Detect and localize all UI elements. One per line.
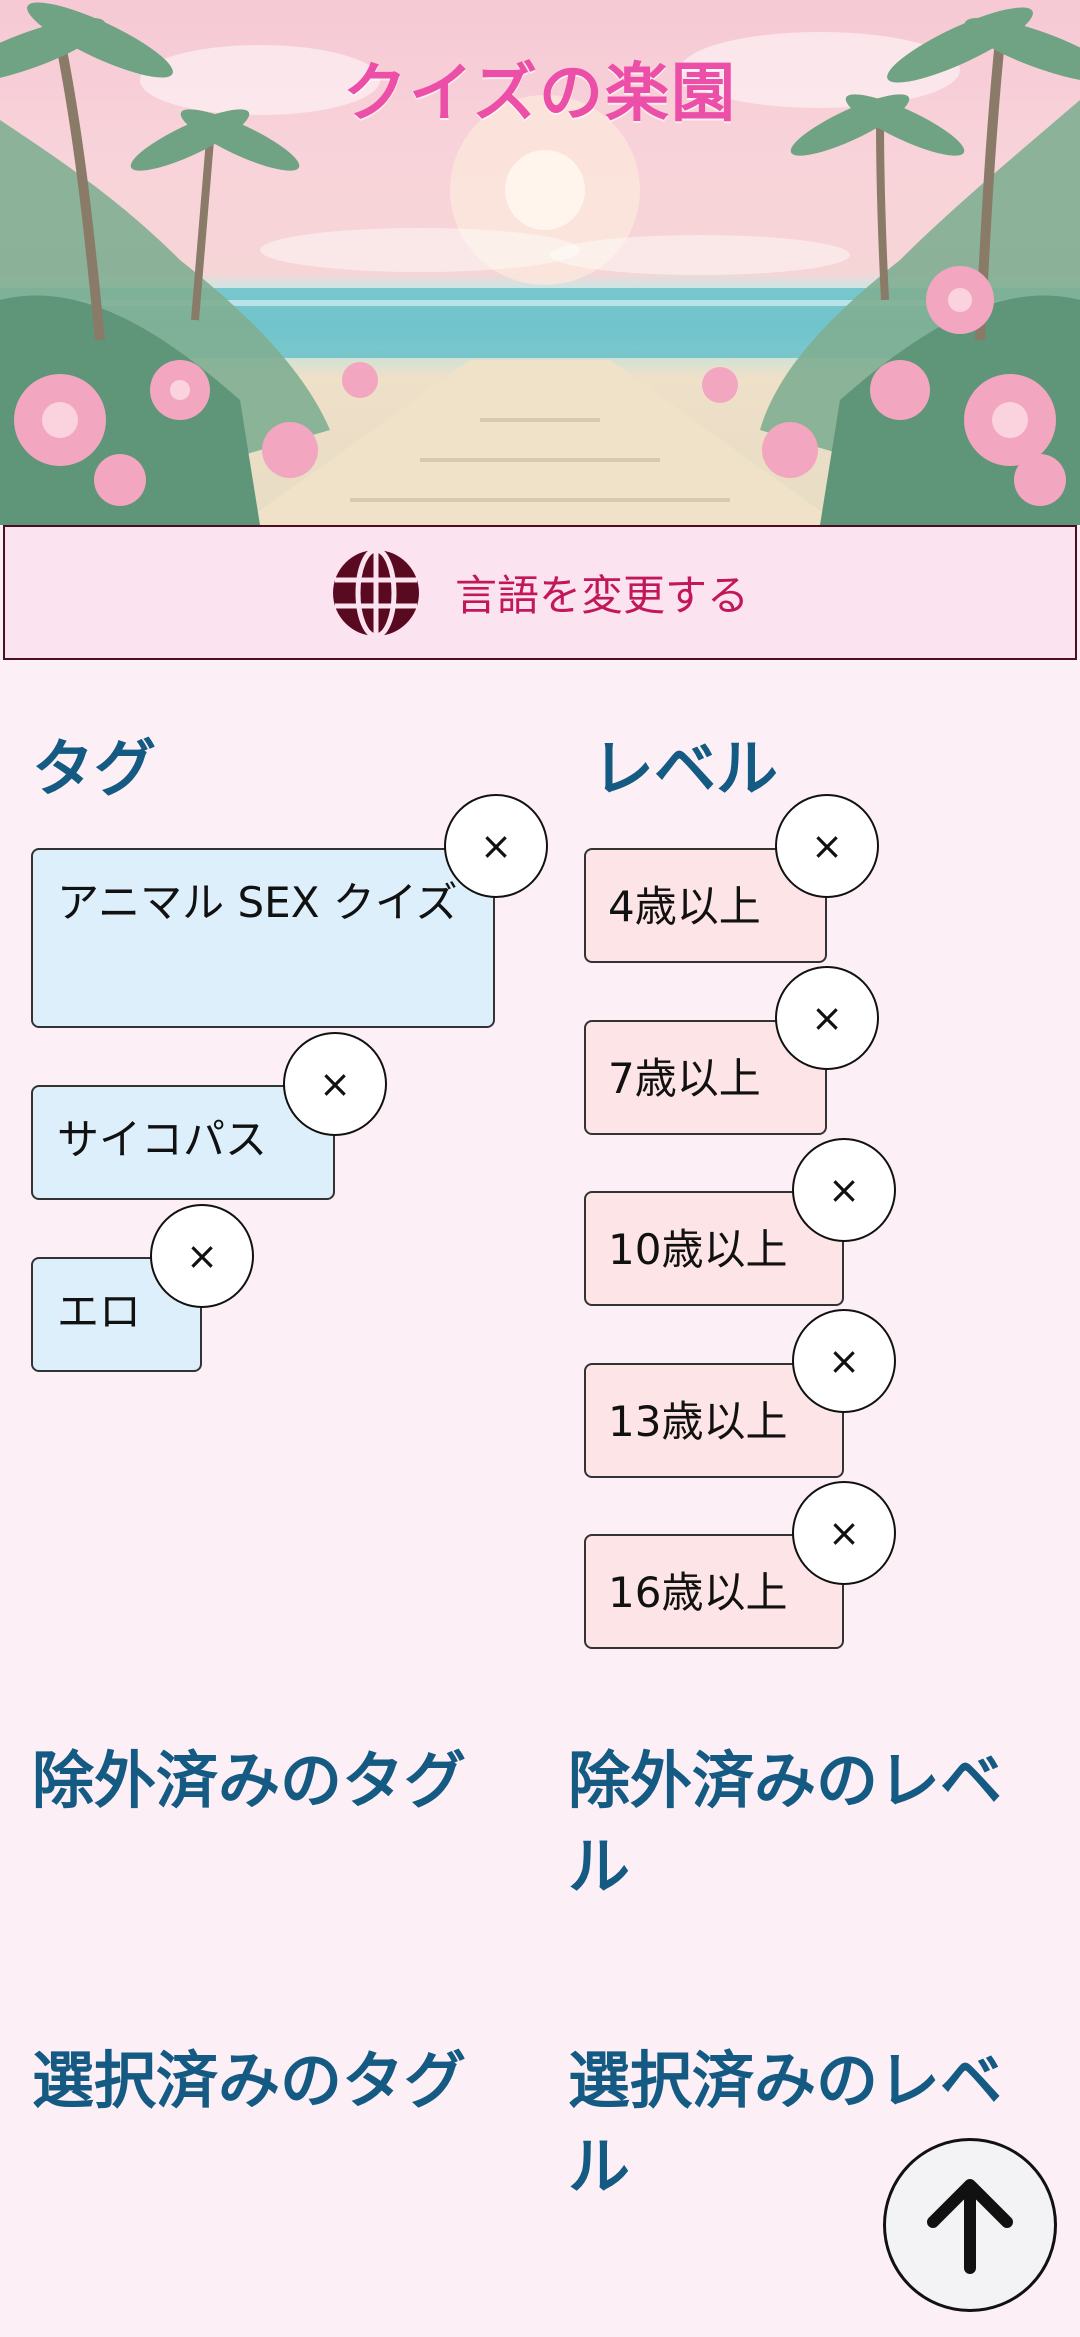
close-icon: × bbox=[828, 1511, 860, 1555]
tag-chip[interactable]: アニマル SEX クイズ bbox=[31, 848, 495, 1028]
level-chip-label: 4歳以上 bbox=[608, 882, 761, 931]
level-chip-label: 7歳以上 bbox=[608, 1054, 761, 1103]
excluded-tags-heading: 除外済みのタグ bbox=[32, 1744, 467, 1817]
remove-tag-button[interactable]: × bbox=[150, 1204, 254, 1308]
remove-level-button[interactable]: × bbox=[792, 1138, 896, 1242]
change-language-label: 言語を変更する bbox=[454, 571, 749, 620]
tag-chip[interactable]: サイコパス bbox=[31, 1085, 335, 1200]
close-icon: × bbox=[828, 1339, 860, 1383]
close-icon: × bbox=[811, 824, 843, 868]
selected-levels-heading: 選択済みのレベル bbox=[568, 2044, 1003, 2203]
remove-level-button[interactable]: × bbox=[775, 966, 879, 1070]
globe-icon bbox=[332, 547, 419, 638]
arrow-up-icon bbox=[927, 2179, 1013, 2274]
change-language-button[interactable]: 言語を変更する bbox=[3, 525, 1077, 660]
remove-level-button[interactable]: × bbox=[775, 794, 879, 898]
tag-chip-label: アニマル SEX クイズ bbox=[57, 878, 458, 927]
level-chip-label: 16歳以上 bbox=[608, 1568, 788, 1617]
tags-heading: タグ bbox=[32, 732, 157, 805]
close-icon: × bbox=[828, 1168, 860, 1212]
close-icon: × bbox=[811, 996, 843, 1040]
remove-level-button[interactable]: × bbox=[792, 1481, 896, 1585]
hero-banner: クイズの楽園 bbox=[0, 0, 1080, 525]
close-icon: × bbox=[480, 824, 512, 868]
app-title: クイズの楽園 bbox=[342, 57, 738, 131]
tag-chip-label: エロ bbox=[57, 1287, 142, 1336]
level-chip-label: 13歳以上 bbox=[608, 1397, 788, 1446]
selected-tags-heading: 選択済みのタグ bbox=[32, 2044, 467, 2117]
level-chip-label: 10歳以上 bbox=[608, 1225, 788, 1274]
excluded-levels-heading: 除外済みのレベル bbox=[568, 1744, 1003, 1903]
level-chip[interactable]: 7歳以上 bbox=[584, 1020, 827, 1135]
levels-heading: レベル bbox=[592, 732, 779, 805]
remove-tag-button[interactable]: × bbox=[444, 794, 548, 898]
close-icon: × bbox=[186, 1234, 218, 1278]
hero-illustration bbox=[0, 2, 1080, 525]
close-icon: × bbox=[319, 1062, 351, 1106]
remove-tag-button[interactable]: × bbox=[283, 1032, 387, 1136]
tag-chip-label: サイコパス bbox=[57, 1115, 268, 1164]
remove-level-button[interactable]: × bbox=[792, 1309, 896, 1413]
scroll-to-top-button[interactable] bbox=[883, 2138, 1057, 2312]
